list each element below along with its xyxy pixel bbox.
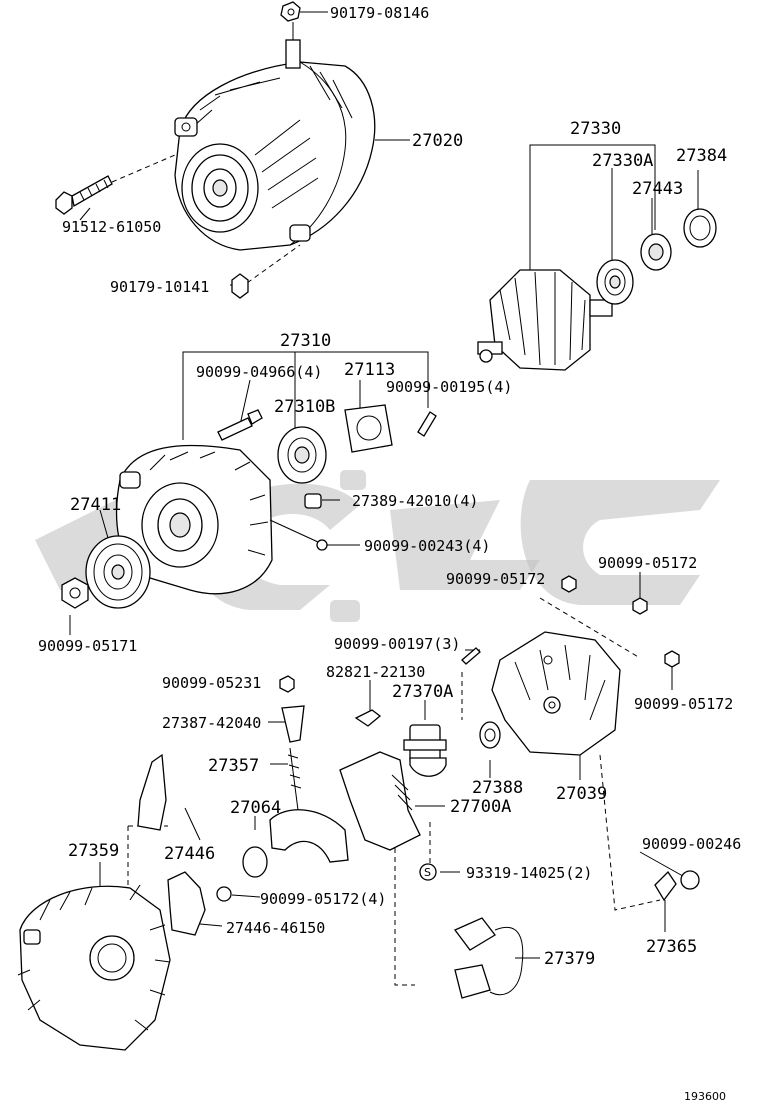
- nut-90179-08146: [280, 1, 301, 22]
- bracket-27446: [137, 753, 167, 831]
- label-27113: 27113: [344, 360, 395, 380]
- label-93319-14025: 93319-14025(2): [466, 864, 592, 882]
- housing-27359: [17, 884, 171, 1051]
- label-90099-05172-b: 90099-05172: [446, 570, 545, 588]
- bracket-27446-46150: [167, 871, 206, 936]
- screw-90099-00243: [269, 519, 328, 551]
- insulator-27387-42040: [281, 705, 305, 743]
- nut-90179-10141: [231, 273, 249, 299]
- label-27388: 27388: [472, 778, 523, 798]
- bolt-91512-61050: [55, 175, 113, 215]
- bearing-27330A: [596, 259, 634, 305]
- label-90179-10141: 90179-10141: [110, 278, 209, 296]
- label-27370A: 27370A: [392, 682, 453, 702]
- label-27310: 27310: [280, 331, 331, 351]
- label-27039: 27039: [556, 784, 607, 804]
- retainer-plate-27113: [344, 404, 393, 453]
- rear-end-cover-27039: [491, 631, 621, 756]
- bearing-27310B: [277, 426, 327, 484]
- brush-holder-27370A: [403, 724, 447, 777]
- label-27330: 27330: [570, 119, 621, 139]
- screw-90099-00195: [417, 411, 437, 437]
- harness-27379: [453, 917, 524, 999]
- seal-27388: [479, 721, 501, 749]
- label-90099-00243: 90099-00243(4): [364, 537, 490, 555]
- terminal-bolt-27357: [287, 747, 302, 811]
- bearing-cover-27443: [640, 233, 672, 271]
- label-27389-42010: 27389-42010(4): [352, 492, 478, 510]
- washer-93319-14025: S: [419, 863, 437, 881]
- label-27379: 27379: [544, 949, 595, 969]
- label-82821-22130: 82821-22130: [326, 663, 425, 681]
- label-90099-00197: 90099-00197(3): [334, 635, 460, 653]
- drive-end-frame-27310: [115, 444, 273, 595]
- label-27365: 27365: [646, 937, 697, 957]
- label-27387-42040: 27387-42040: [162, 714, 261, 732]
- label-90099-05172-d: 90099-05172(4): [260, 890, 386, 908]
- screw-90099-00197: [461, 647, 481, 665]
- terminal-82821-22130: [354, 709, 382, 727]
- nut-90099-05171: [61, 577, 89, 609]
- label-27443: 27443: [632, 179, 683, 199]
- cap-27365: [654, 870, 700, 902]
- label-27700A: 27700A: [450, 797, 511, 817]
- part-labels: 90179-08146 27020 91512-61050 90179-1014…: [38, 4, 741, 1103]
- nut-90099-05172-b: [632, 597, 648, 615]
- label-90099-05172-c: 90099-05172: [634, 695, 733, 713]
- label-90099-00195: 90099-00195(4): [386, 378, 512, 396]
- label-27446-46150: 27446-46150: [226, 919, 325, 937]
- regulator-27700A: [339, 751, 421, 851]
- label-27064: 27064: [230, 798, 281, 818]
- leader-lines: [69, 11, 699, 959]
- label-27446: 27446: [164, 844, 215, 864]
- pulley-27411: [85, 535, 151, 609]
- nut-90099-05172-a: [561, 575, 577, 593]
- alternator-assembly-27020: [174, 22, 376, 251]
- label-27330A: 27330A: [592, 151, 653, 171]
- spacer-27389-42010: [304, 493, 322, 509]
- label-91512-61050: 91512-61050: [62, 218, 161, 236]
- label-90099-05171: 90099-05171: [38, 637, 137, 655]
- label-90099-05172-a: 90099-05172: [598, 554, 697, 572]
- label-27020: 27020: [412, 131, 463, 151]
- nut-90099-05231: [279, 675, 295, 693]
- label-27411: 27411: [70, 495, 121, 515]
- screw-90099-04966: [217, 409, 263, 441]
- washer-symbol: S: [424, 866, 431, 879]
- rotor-27330: [477, 269, 613, 371]
- rectifier-27064: [242, 809, 349, 878]
- footer-code: 193600: [684, 1090, 726, 1103]
- label-90099-05231: 90099-05231: [162, 674, 261, 692]
- nut-90099-05172-d: [216, 886, 232, 902]
- label-90099-04966: 90099-04966(4): [196, 363, 322, 381]
- label-90099-00246: 90099-00246: [642, 835, 741, 853]
- label-27384: 27384: [676, 146, 727, 166]
- label-27357: 27357: [208, 756, 259, 776]
- label-90179-08146: 90179-08146: [330, 4, 429, 22]
- nut-90099-05172-c: [664, 650, 680, 668]
- washer-27384: [683, 208, 717, 248]
- label-27310B: 27310B: [274, 397, 335, 417]
- label-27359: 27359: [68, 841, 119, 861]
